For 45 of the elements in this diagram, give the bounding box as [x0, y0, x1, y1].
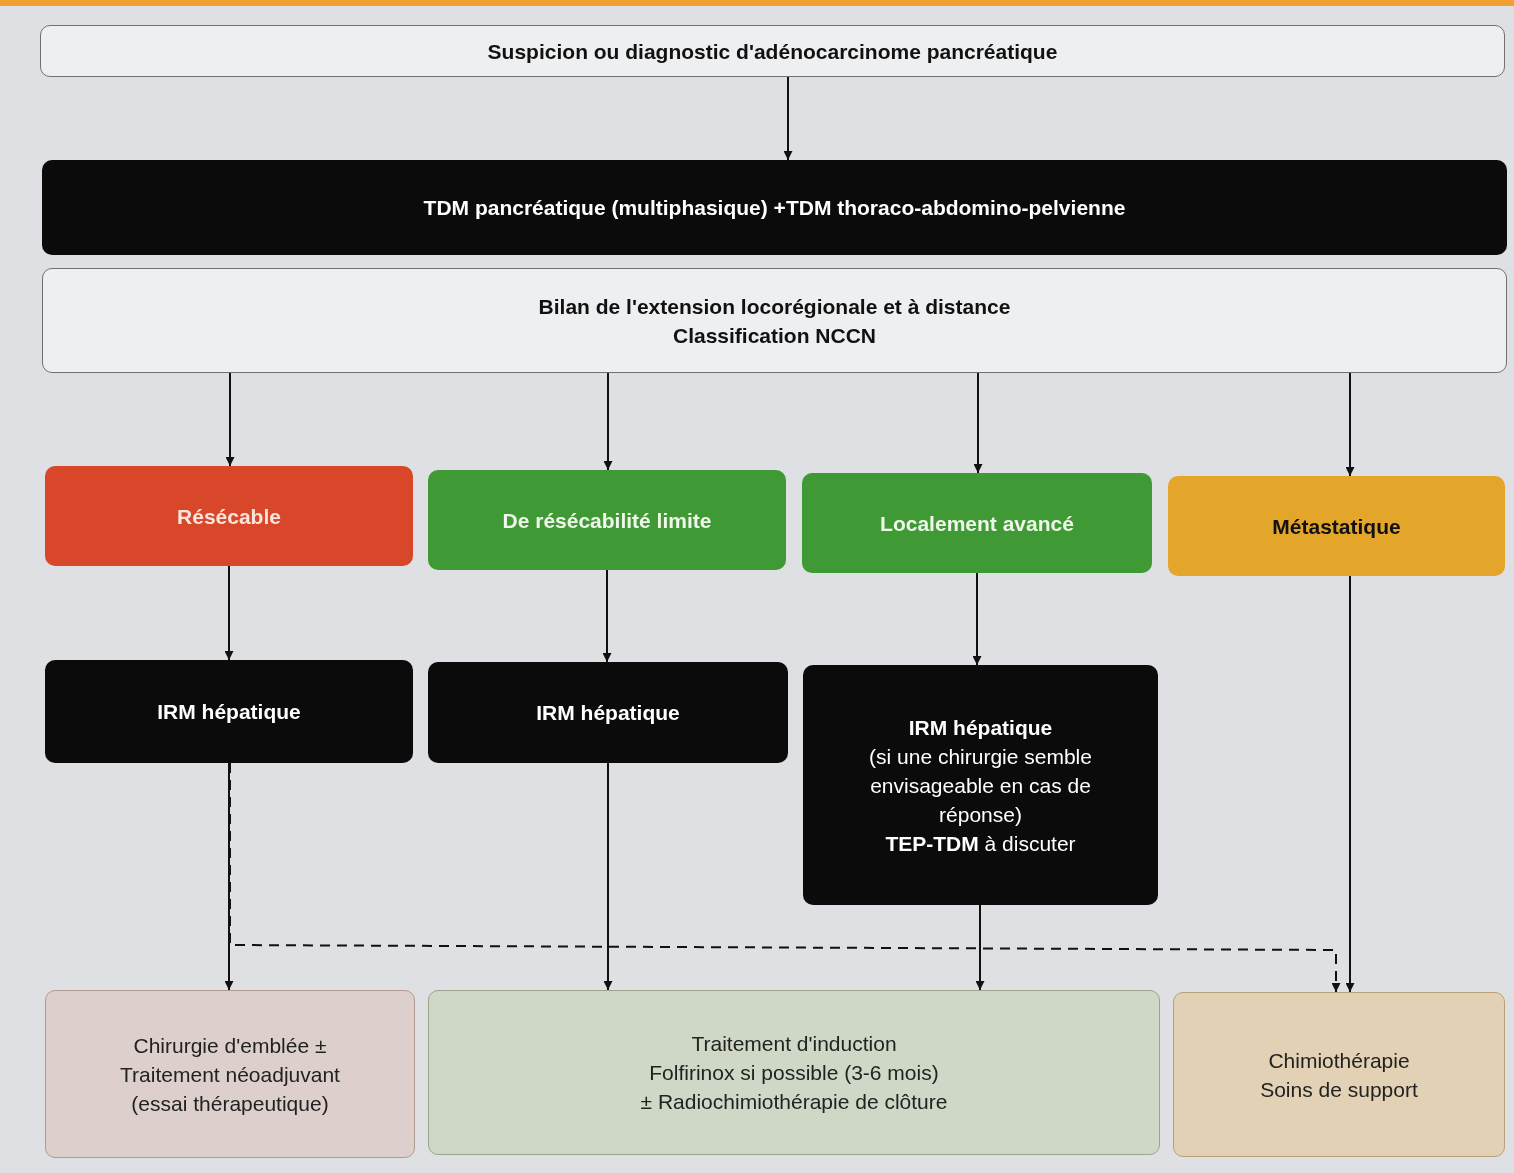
arrow — [602, 569, 612, 663]
box-text: Chimiothérapie — [1268, 1047, 1410, 1074]
arrow — [224, 762, 234, 991]
treatment-box — [1173, 992, 1505, 1157]
box-text: Bilan de l'extension locorégionale et à distance — [538, 293, 1011, 320]
box-text: Résécable — [177, 503, 281, 530]
box-text: Folfirinox si possible (3-6 mois) — [649, 1060, 939, 1086]
exam-box — [42, 160, 1507, 255]
box-text: IRM hépatique — [157, 699, 301, 725]
category-box — [428, 470, 786, 570]
arrow — [972, 572, 982, 666]
box-text: TEP-TDM à discuter — [885, 830, 1076, 857]
arrow — [225, 372, 235, 467]
box-text: Chirurgie d'emblée ± Traitement néoadjuvant (essai thérapeutique) — [119, 1032, 341, 1117]
box-text: Soins de support — [1260, 1076, 1418, 1103]
exam-box — [803, 665, 1158, 905]
box-text: De résécabilité limite — [502, 507, 712, 534]
exam-box — [428, 662, 788, 763]
category-box — [45, 466, 413, 566]
treatment-box — [428, 990, 1160, 1155]
arrow — [1345, 372, 1355, 477]
category-box — [1168, 476, 1505, 576]
box-text: Métastatique — [1272, 513, 1401, 540]
arrow — [1345, 575, 1355, 993]
arrow — [975, 904, 985, 991]
box-text: Suspicion ou diagnostic d'adénocarcinome pancréatique — [487, 38, 1058, 65]
heading-box — [40, 25, 1505, 77]
arrow — [603, 372, 613, 471]
box-text: Localement avancé — [880, 510, 1074, 537]
dashed-arrow — [229, 762, 1341, 993]
box-text: (si une chirurgie semble envisageable en cas de réponse) — [868, 743, 1093, 828]
exam-box — [45, 660, 413, 763]
box-text: TDM pancréatique (multiphasique) +TDM thoraco-abdomino-pelvienne — [423, 195, 1126, 221]
box-text: Classification NCCN — [672, 322, 876, 349]
treatment-box — [45, 990, 415, 1158]
box-text: IRM hépatique — [908, 714, 1053, 741]
category-box — [802, 473, 1152, 573]
arrow — [973, 372, 983, 474]
arrow — [603, 762, 613, 991]
box-text: Traitement d'induction — [691, 1031, 897, 1057]
arrow — [783, 76, 793, 161]
box-text: ± Radiochimiothérapie de clôture — [640, 1089, 948, 1115]
arrow — [224, 565, 234, 661]
box-text: IRM hépatique — [536, 700, 680, 726]
heading-box — [42, 268, 1507, 373]
